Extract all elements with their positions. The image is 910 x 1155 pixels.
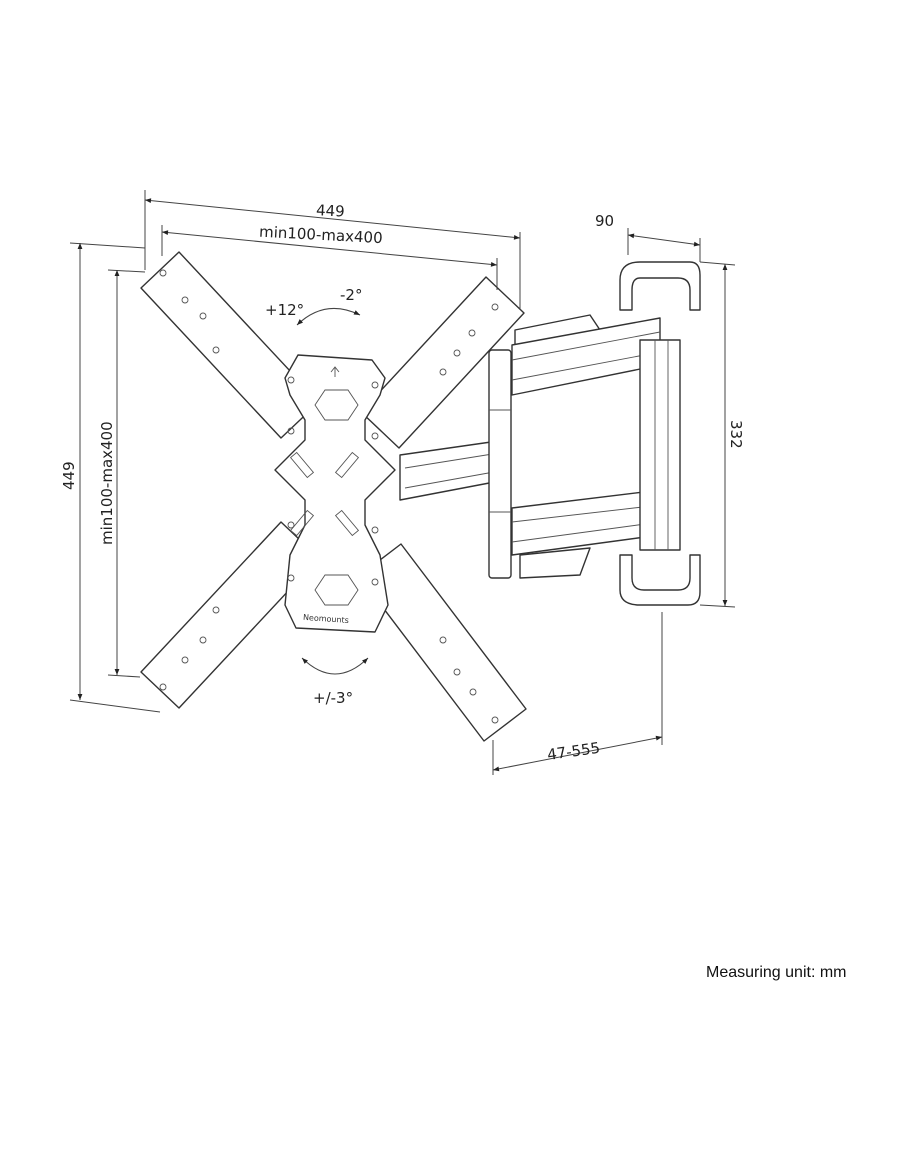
dimension-lines (69, 190, 736, 775)
vesa-plate: Neomounts (140, 251, 527, 742)
measuring-unit-note: Measuring unit: mm (706, 964, 847, 981)
center-plate (274, 354, 396, 633)
mounting-holes (159, 269, 499, 724)
overall-width-label: 449 (316, 201, 346, 220)
rotation-arrow-icon (301, 657, 369, 675)
up-arrow-icon (330, 366, 340, 377)
wall-plate-depth-label: 90 (595, 212, 614, 230)
wall-plate-bottom (619, 554, 701, 606)
extension-label: 47-555 (546, 739, 601, 764)
vesa-height-label: min100-max400 (98, 421, 116, 545)
wall-plate-top (619, 261, 701, 311)
tilt-arrow-icon (296, 308, 361, 326)
tilt-down-label: -2° (340, 286, 362, 304)
brand-label: Neomounts (303, 613, 349, 625)
tilt-up-label: +12° (265, 301, 304, 319)
wall-arm (399, 261, 701, 606)
lower-arm (511, 489, 661, 556)
wall-column (639, 339, 681, 551)
wall-plate-height-label: 332 (727, 420, 745, 449)
rotation-label: +/-3° (313, 689, 353, 707)
overall-height-label: 449 (60, 461, 78, 490)
hexagon-cutout-top (314, 389, 359, 421)
hexagon-cutout-bottom (314, 574, 359, 606)
arm-upper-left (140, 251, 320, 439)
pivot-hinge (488, 349, 512, 579)
